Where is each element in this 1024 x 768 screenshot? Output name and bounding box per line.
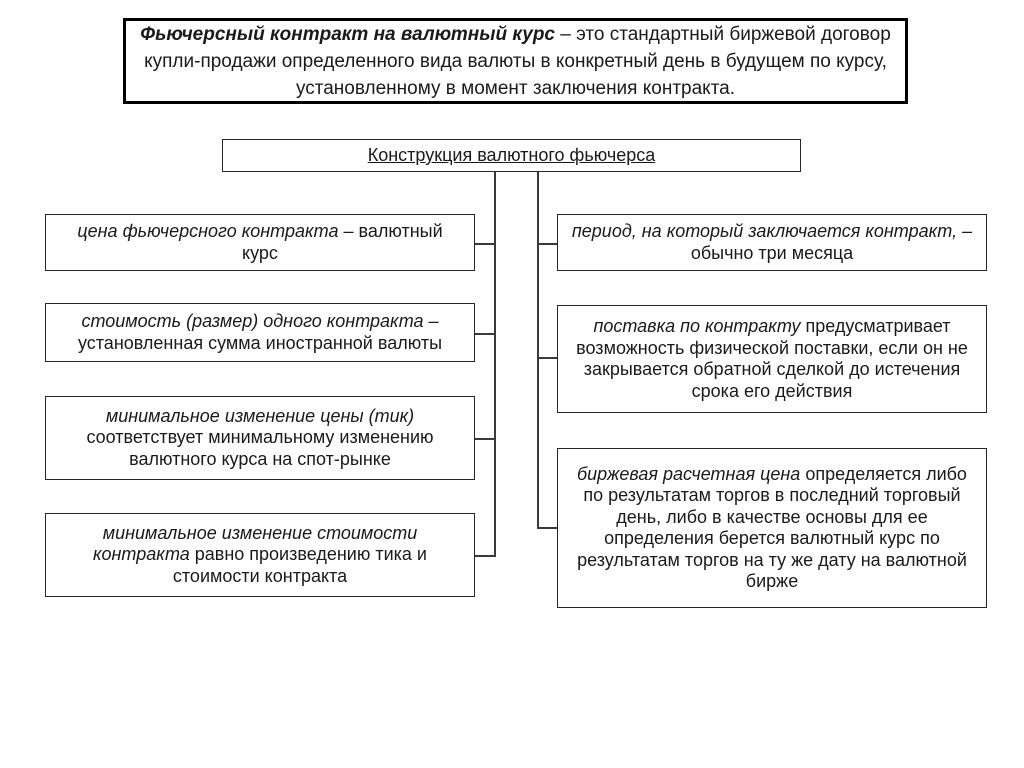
node-settlement-price-term: биржевая расчетная цена <box>577 463 801 484</box>
node-tick-text: минимальное изменение цены (тик) соответ… <box>75 406 445 471</box>
node-contract-size-body: – установленная сумма иностранной валюты <box>77 311 443 353</box>
node-min-value-change-term: минимальное изменение стоимости контракт… <box>93 522 418 565</box>
node-contract-period-body: обычно три месяца <box>690 242 854 263</box>
definition-box: Фьючерсный контракт на валютный курс – э… <box>123 18 908 104</box>
node-contract-period-text: период, на который заключается контракт,… <box>571 221 973 264</box>
node-delivery-text: поставка по контракту предусматривает во… <box>571 316 973 402</box>
connector-right-vertical <box>537 171 539 529</box>
definition-term: Фьючерсный контракт на валютный курс <box>140 23 555 45</box>
node-min-value-change-text: минимальное изменение стоимости контракт… <box>75 523 445 588</box>
connector-right-stub-2 <box>538 357 558 359</box>
node-tick: минимальное изменение цены (тик) соответ… <box>45 396 475 480</box>
node-futures-price: цена фьючерсного контракта – валютный ку… <box>45 214 475 271</box>
definition-body: – это стандартный биржевой договор купли… <box>144 23 891 99</box>
node-futures-price-body: – валютный курс <box>242 221 443 263</box>
connector-left-stub-1 <box>474 243 495 245</box>
node-settlement-price: биржевая расчетная цена определяется либ… <box>557 448 987 608</box>
node-contract-size-text: стоимость (размер) одного контракта – ус… <box>75 311 445 354</box>
node-tick-term: минимальное изменение цены (тик) <box>105 405 415 426</box>
node-contract-period-term: период, на который заключается контракт,… <box>571 221 973 241</box>
node-contract-period: период, на который заключается контракт,… <box>557 214 987 271</box>
root-node: Конструкция валютного фьючерса <box>222 139 801 172</box>
node-contract-size: стоимость (размер) одного контракта – ус… <box>45 303 475 362</box>
connector-left-stub-2 <box>474 333 495 335</box>
node-delivery-body: предусматривает возможность физической п… <box>576 316 968 401</box>
node-settlement-price-body: определяется либо по результатам торгов … <box>577 463 967 592</box>
node-contract-size-term: стоимость (размер) одного контракта <box>81 311 424 331</box>
root-node-label: Конструкция валютного фьючерса <box>367 145 656 165</box>
node-futures-price-term: цена фьючерсного контракта <box>77 221 339 241</box>
node-delivery-term: поставка по контракту <box>593 316 801 336</box>
node-futures-price-text: цена фьючерсного контракта – валютный ку… <box>75 221 445 264</box>
definition-text: Фьючерсный контракт на валютный курс – э… <box>140 21 891 102</box>
node-delivery: поставка по контракту предусматривает во… <box>557 305 987 413</box>
connector-right-stub-1 <box>538 243 558 245</box>
node-tick-body: соответствует минимальному изменению вал… <box>86 427 434 469</box>
connector-left-vertical <box>494 171 496 557</box>
node-min-value-change-body: равно произведению тика и стоимости конт… <box>172 544 427 586</box>
connector-left-stub-4 <box>475 555 495 557</box>
node-min-value-change: минимальное изменение стоимости контракт… <box>45 513 475 597</box>
connector-right-stub-3 <box>538 527 558 529</box>
connector-left-stub-3 <box>474 438 495 440</box>
node-settlement-price-text: биржевая расчетная цена определяется либ… <box>571 464 973 593</box>
